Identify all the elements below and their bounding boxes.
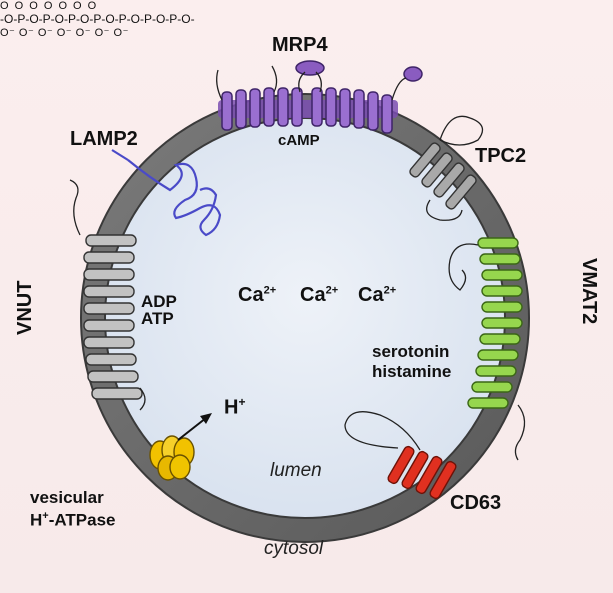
- arrow-head: [200, 413, 212, 424]
- vmat2-transporter: [448, 237, 526, 461]
- lumen-label: lumen: [270, 460, 322, 481]
- calcium-ion-3: Ca2+: [358, 284, 397, 306]
- polyphosphate-top-row: O O O O O O O: [0, 0, 98, 12]
- atpase-complex: [149, 435, 195, 481]
- lamp2-label: LAMP2: [70, 128, 138, 150]
- proton-arrow: [177, 417, 207, 441]
- adp-label: ADP: [141, 292, 177, 311]
- vmat2-label: VMAT2: [578, 258, 600, 325]
- mrp4-label: MRP4: [272, 34, 328, 56]
- proton-label: H+: [224, 395, 246, 419]
- tpc2-label: TPC2: [475, 145, 527, 167]
- mrp4-transporter: [216, 60, 423, 134]
- serotonin-label: serotonin: [372, 342, 450, 361]
- calcium-ion-2: Ca2+: [300, 284, 339, 306]
- histamine-label: histamine: [372, 362, 452, 381]
- tpc2-channel: [409, 115, 484, 221]
- vnut-label: VNUT: [14, 280, 36, 335]
- atp-label: ATP: [141, 309, 174, 328]
- lamp2-protein: [111, 149, 222, 237]
- camp-label: cAMP: [278, 132, 320, 149]
- cd63-protein: [344, 411, 457, 500]
- polyphosphate-bottom-row: O⁻ O⁻ O⁻ O⁻ O⁻ O⁻ O⁻: [0, 27, 129, 39]
- polyphosphate-chain: -O-P-O-P-O-P-O-P-O-P-O-P-O-P-O-: [0, 12, 195, 26]
- atpase-label-line2: H+-ATPase: [30, 510, 116, 530]
- atpase-label-line1: vesicular: [30, 488, 104, 507]
- vnut-transporter: [69, 179, 146, 411]
- cytosol-label: cytosol: [264, 538, 324, 559]
- calcium-ion-1: Ca2+: [238, 284, 277, 306]
- cd63-label: CD63: [450, 492, 502, 514]
